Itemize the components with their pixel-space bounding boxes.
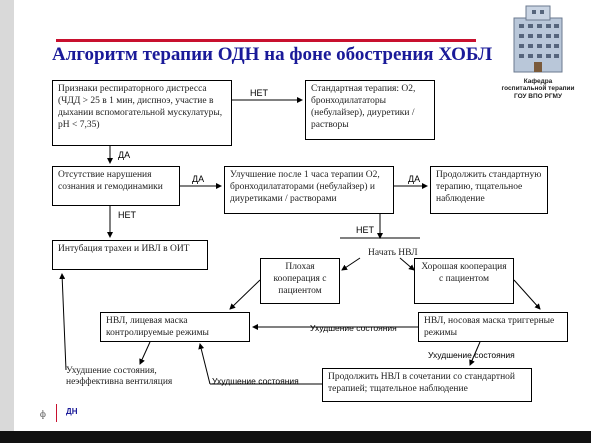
left-sidebar-bar [0,0,14,443]
arrow-niv-good [399,257,415,271]
footer-label: ДН [66,407,78,416]
box-improvement-1h: Улучшение после 1 часа терапии О2, бронх… [224,166,394,214]
label-da-2: ДА [192,174,205,184]
text-start-niv: Начать НВЛ [368,248,418,258]
label-net-3: НЕТ [356,225,374,235]
footer-logo-icon: ф [40,409,46,419]
box-no-disturbance: Отсутствие нарушения сознания и гемодина… [52,166,180,206]
label-da-1: ДА [118,150,131,160]
label-net-1: НЕТ [250,88,268,98]
label-da-3: ДА [408,174,421,184]
arrow-worsening-intubation [59,273,67,371]
box-respiratory-distress: Признаки респираторного дистресса (ЧДД >… [52,80,232,146]
building-logo-icon [513,5,563,73]
box-niv-nasal-mask: НВЛ, носовая маска триггерные режимы [418,312,568,342]
title-underline [56,39,476,42]
footer-divider [56,404,57,422]
arrow-good-nasal [513,279,541,310]
label-worsening-2: Ухудшение состояния [428,350,515,360]
label-net-2: НЕТ [118,210,136,220]
box-poor-cooperation: Плохая кооперация с пациентом [260,258,340,304]
bottom-bar [0,431,591,443]
text-worsening-ineffective: Ухудшение состояния, неэффективна вентил… [66,366,173,388]
department-caption: Кафедра госпитальной терапии ГОУ ВПО РГМ… [501,78,575,100]
box-niv-face-mask: НВЛ, лицевая маска контролируемые режимы [100,312,250,342]
slide-title: Алгоритм терапии ОДН на фоне обострения … [52,44,493,65]
box-continue-standard: Продолжить стандартную терапию, тщательн… [430,166,548,214]
box-continue-niv: Продолжить НВЛ в сочетании со стандартно… [322,368,532,402]
arrow-nasal-continue [469,341,481,366]
box-good-cooperation: Хорошая кооперация с пациентом [414,258,514,304]
label-worsening-3: Ухудшение состояния [212,376,299,386]
arrow-back-face [198,343,211,385]
arrow-poor-face [229,279,261,310]
arrow-niv-poor [341,257,361,271]
box-standard-therapy: Стандартная терапия: О2, бронходилататор… [305,80,435,140]
box-intubation: Интубация трахеи и ИВЛ в ОИТ [52,240,208,270]
label-worsening-1: Ухудшение состояния [310,323,397,333]
arrow-face-worsening [139,341,151,365]
